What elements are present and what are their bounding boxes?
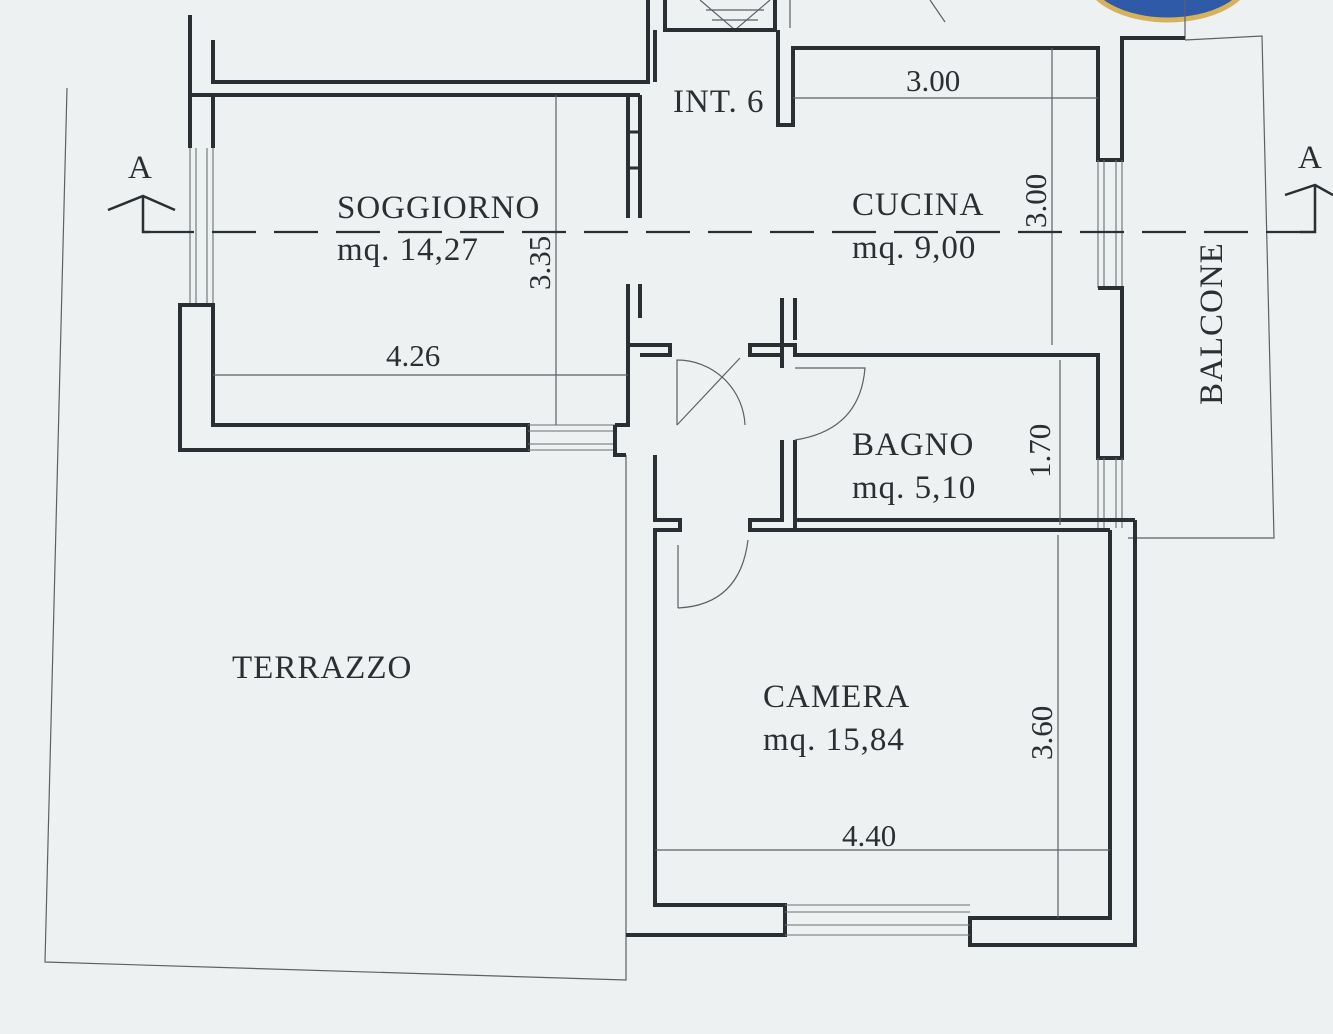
door-camera bbox=[677, 539, 749, 609]
dim-soggiorno-width: 4.26 bbox=[386, 338, 440, 373]
camera-label: CAMERA bbox=[763, 679, 910, 715]
soggiorno-area: mq. 14,27 bbox=[337, 232, 479, 268]
door-corridor-soggiorno bbox=[676, 357, 741, 426]
dim-cucina-width: 3.00 bbox=[906, 63, 960, 98]
agency-logo-badge bbox=[1096, 0, 1240, 23]
cucina-label: CUCINA bbox=[852, 187, 985, 223]
landing-label: INT. 6 bbox=[673, 84, 765, 120]
soggiorno-label: SOGGIORNO bbox=[337, 190, 540, 226]
dim-cucina-depth: 3.00 bbox=[1018, 174, 1053, 228]
dimension-lines bbox=[213, 48, 1110, 918]
dim-bagno-depth: 1.70 bbox=[1022, 424, 1057, 478]
section-marker-left: A bbox=[128, 150, 153, 186]
balcone-label: BALCONE bbox=[1194, 242, 1230, 405]
bagno-label: BAGNO bbox=[852, 427, 974, 463]
cucina-area: mq. 9,00 bbox=[852, 230, 976, 266]
dim-camera-depth: 3.60 bbox=[1024, 706, 1059, 760]
section-marker-right: A bbox=[1298, 140, 1323, 176]
bagno-area: mq. 5,10 bbox=[852, 470, 976, 506]
balcony-outline bbox=[1128, 35, 1275, 539]
terrazzo-label: TERRAZZO bbox=[232, 650, 412, 686]
door-bagno bbox=[794, 367, 866, 441]
stair-hint bbox=[663, 0, 1186, 40]
terrace-outline bbox=[44, 87, 627, 981]
dim-camera-width: 4.40 bbox=[842, 818, 896, 853]
walls bbox=[178, 0, 1185, 947]
section-line-a-a bbox=[107, 183, 1333, 234]
doors bbox=[676, 357, 866, 609]
dim-soggiorno-depth: 3.35 bbox=[522, 236, 557, 290]
camera-area: mq. 15,84 bbox=[763, 722, 905, 758]
